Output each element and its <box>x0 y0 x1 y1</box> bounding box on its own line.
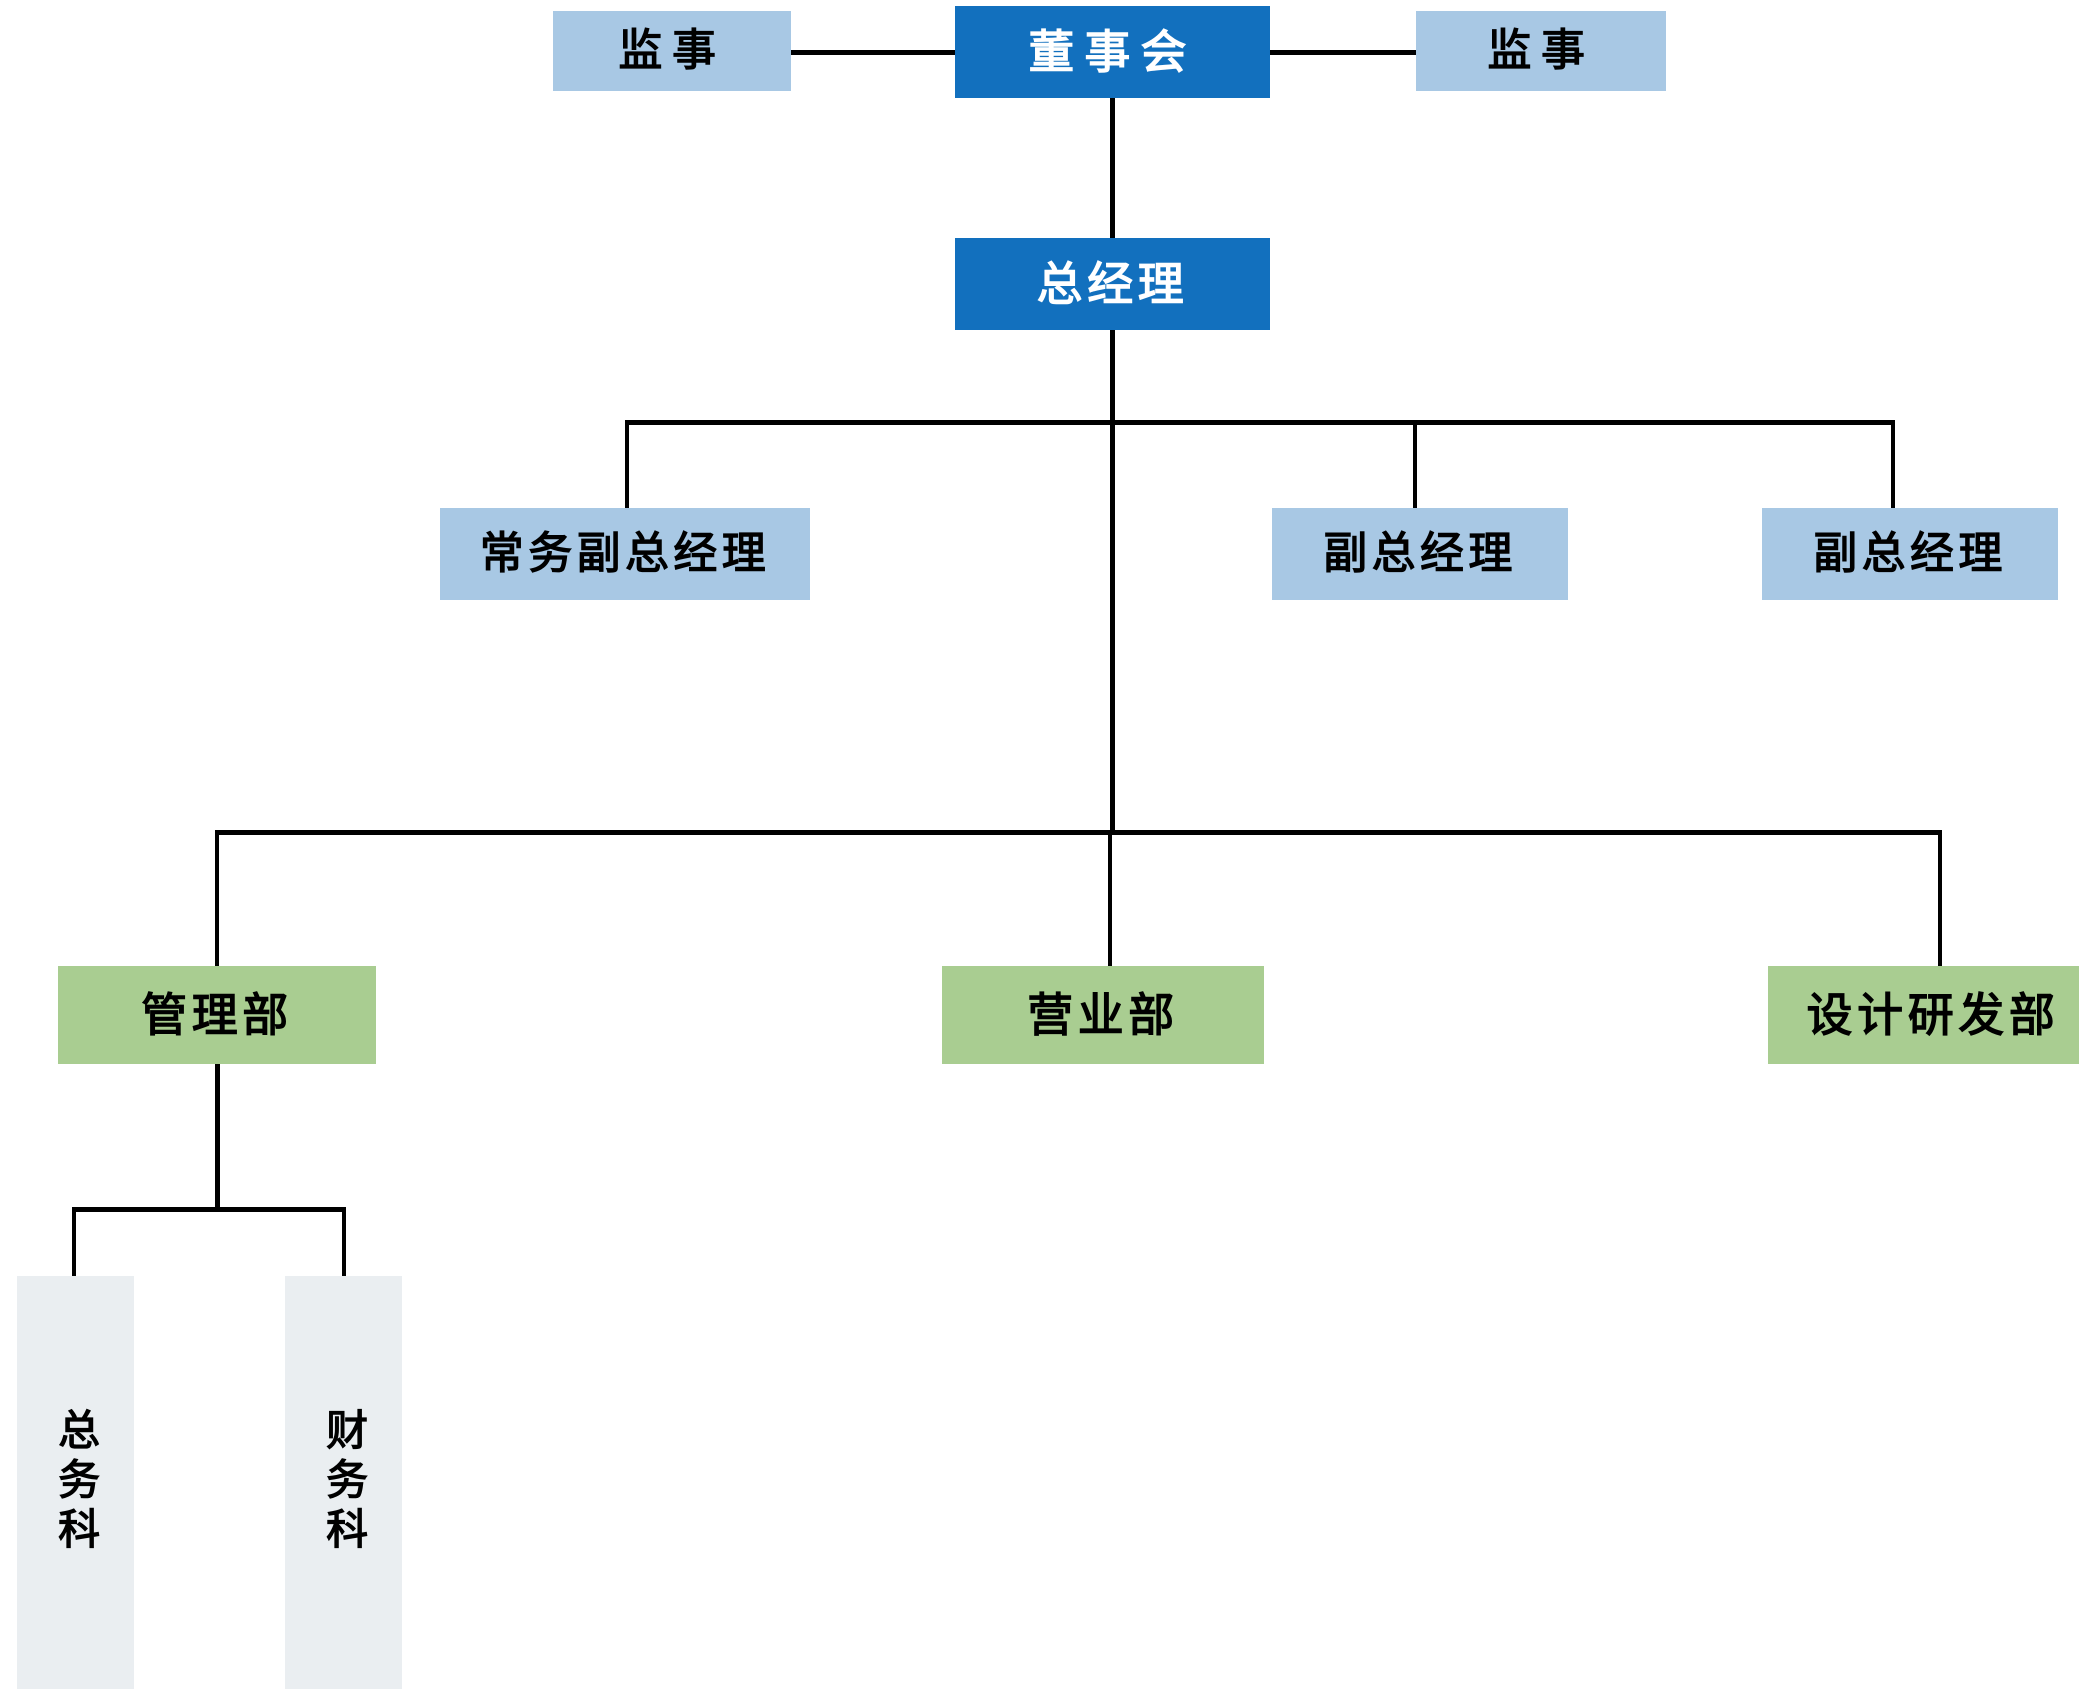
connector-board-to-supervisor-right <box>1268 50 1417 55</box>
connector-vp-drop-senior <box>625 420 629 510</box>
connector-management-to-sections-stem <box>215 1064 220 1211</box>
connector-department-drop-management <box>215 830 219 968</box>
connector-department-drop-design <box>1938 830 1942 968</box>
node-section-general-affairs[interactable]: 总务科 <box>17 1276 134 1689</box>
node-department-sales[interactable]: 营业部 <box>942 966 1264 1064</box>
connector-section-drop-finance <box>342 1207 346 1279</box>
node-supervisor-right[interactable]: 监事 <box>1416 11 1666 91</box>
connector-board-to-general-manager <box>1110 96 1115 244</box>
connector-vp-drop-one <box>1413 420 1417 510</box>
connector-section-drop-general-affairs <box>72 1207 76 1279</box>
node-senior-vice-general-manager[interactable]: 常务副总经理 <box>440 508 810 600</box>
connector-general-manager-spine <box>1110 328 1115 834</box>
connector-sections-bar <box>72 1207 346 1212</box>
connector-vp-drop-two <box>1891 420 1895 510</box>
node-vice-general-manager-1[interactable]: 副总经理 <box>1272 508 1568 600</box>
node-section-finance[interactable]: 财务科 <box>285 1276 402 1689</box>
connector-department-drop-sales <box>1108 830 1112 968</box>
node-board-of-directors[interactable]: 董事会 <box>955 6 1270 98</box>
node-vice-general-manager-2[interactable]: 副总经理 <box>1762 508 2058 600</box>
connector-department-bar <box>215 830 1942 835</box>
connector-board-to-supervisor-left <box>790 50 957 55</box>
connector-vp-bar <box>625 420 1895 425</box>
node-general-manager[interactable]: 总经理 <box>955 238 1270 330</box>
node-department-management[interactable]: 管理部 <box>58 966 376 1064</box>
node-supervisor-left[interactable]: 监事 <box>553 11 791 91</box>
node-department-design-rd[interactable]: 设计研发部 <box>1768 966 2079 1064</box>
